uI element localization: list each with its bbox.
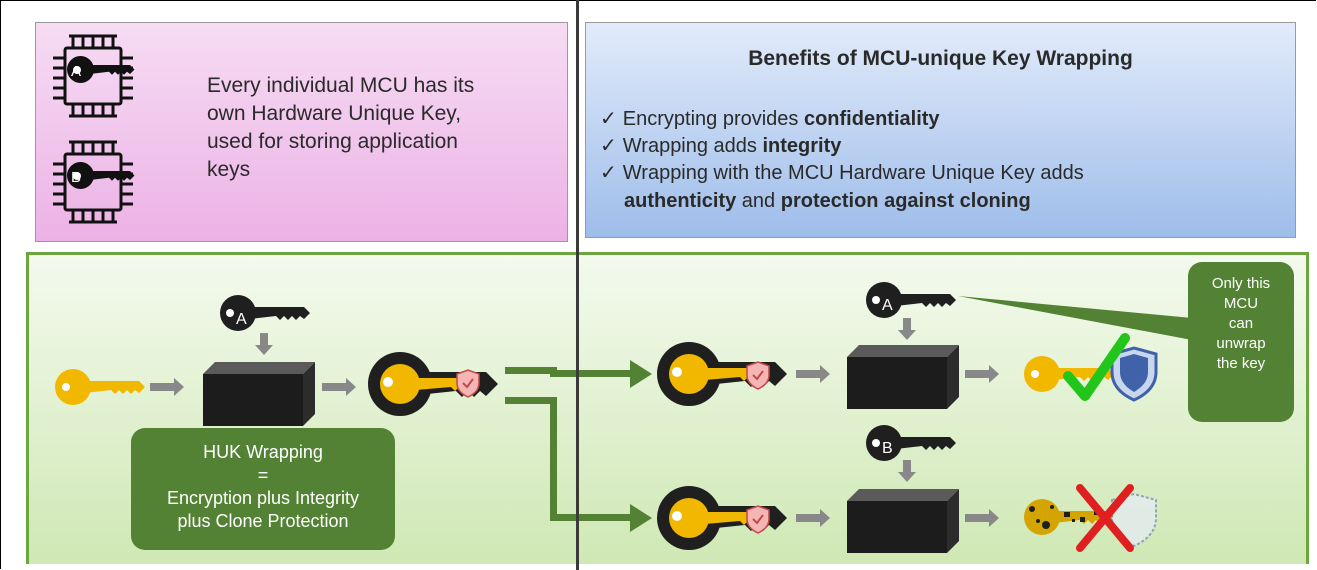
callout-pointer: [958, 296, 1192, 340]
benefits-title: Benefits of MCU-unique Key Wrapping: [748, 47, 1133, 70]
corrupted-key-icon: [1024, 499, 1114, 535]
unwrapped-key-icon: [1024, 356, 1114, 392]
section-divider: [576, 0, 579, 570]
benefit-integrity: ✓Wrapping adds integrity: [600, 135, 842, 157]
callout-bubble: Only this MCU can unwrap the key: [1188, 262, 1294, 422]
down-arrow-icon: [255, 333, 273, 355]
benefit-authenticity: ✓Wrapping with the MCU Hardware Unique K…: [600, 162, 1084, 184]
benefits-panel: [585, 22, 1296, 238]
huk-key-a-label: A: [236, 311, 247, 328]
benefit-authenticity-cont: authenticity and protection against clon…: [624, 190, 1031, 212]
chip-a-icon: [51, 34, 135, 118]
huk-description: Every individual MCU has its own Hardwar…: [207, 74, 475, 181]
failure-cross-icon: [1076, 484, 1134, 552]
benefit-confidentiality: ✓Encrypting provides confidentiality: [600, 108, 940, 130]
arrow-icon: [150, 378, 184, 396]
success-check-icon: [1063, 333, 1130, 401]
wrap-box-icon: [203, 362, 315, 426]
huk-key-b-icon: [866, 425, 956, 461]
unwrap-box-b-icon: [847, 489, 959, 553]
down-arrow-icon: [898, 460, 916, 482]
chip-b-icon: [51, 140, 135, 224]
unwrap-box-a-icon: [847, 345, 959, 409]
arrow-icon: [796, 509, 830, 527]
huk-key-a-icon: [866, 282, 956, 318]
arrow-icon: [965, 509, 999, 527]
huk-key-a-icon: [220, 295, 310, 331]
huk-wrapping-box: HUK Wrapping = Encryption plus Integrity…: [131, 428, 395, 550]
arrow-icon: [796, 365, 830, 383]
huk-key-b-label: B: [882, 440, 893, 457]
arrow-icon: [322, 378, 356, 396]
split-arrow-icon: [505, 360, 652, 532]
chip-a-label: A: [71, 63, 81, 80]
down-arrow-icon: [898, 318, 916, 340]
arrow-icon: [965, 365, 999, 383]
chip-b-label: B: [71, 169, 81, 186]
plain-key-icon: [55, 369, 145, 405]
huk-key-a-label-right: A: [882, 297, 893, 314]
blue-shield-icon: [1110, 346, 1158, 402]
